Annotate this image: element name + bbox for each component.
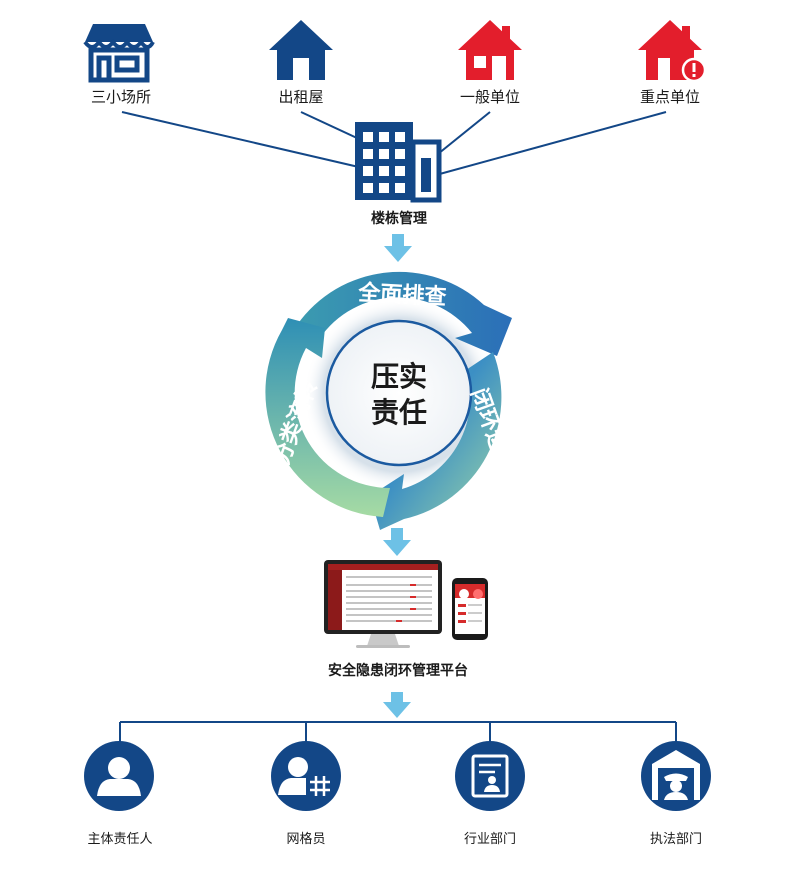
connector-line [121, 111, 364, 169]
center-line-1: 压实 [371, 360, 427, 393]
ring-segment-top [297, 271, 512, 356]
platform-label: 安全隐患闭环管理平台 [328, 663, 468, 679]
ring-segment-left [265, 318, 390, 517]
role-label-owner: 主体责任人 [87, 832, 153, 847]
house-icon [458, 20, 522, 80]
source-label-key: 重点单位 [639, 88, 701, 106]
office-building-icon [355, 122, 442, 203]
center-texts: 压实 责任 [371, 360, 427, 429]
police-officer-icon [641, 741, 711, 811]
down-arrow-icon [383, 528, 411, 556]
source-label-rental: 出租屋 [278, 88, 324, 106]
monitor-and-phone-icon [324, 560, 488, 648]
role-label-grid: 网格员 [286, 832, 326, 847]
grid-worker-icon [271, 741, 341, 811]
role-label-enforcement: 执法部门 [649, 832, 703, 847]
building-label: 楼栋管理 [371, 211, 427, 227]
center-line-2: 责任 [371, 396, 427, 429]
person-icon [84, 741, 154, 811]
document-badge-icon [455, 741, 525, 811]
source-connectors [121, 111, 667, 176]
cycle-ring [265, 271, 512, 530]
storefront-icon [83, 24, 155, 83]
connector-line [435, 111, 667, 176]
center-circle [325, 319, 473, 467]
down-arrow-icon [383, 692, 411, 718]
role-connectors [119, 721, 677, 744]
source-label-general: 一般单位 [459, 88, 521, 106]
house-icon [269, 20, 333, 80]
source-label-sanxiao: 三小场所 [90, 88, 152, 106]
down-arrow-icon [384, 234, 412, 262]
segment-label-top: 全面排查 [357, 280, 447, 311]
house-alert-icon [638, 20, 707, 83]
role-label-industry: 行业部门 [463, 832, 517, 847]
